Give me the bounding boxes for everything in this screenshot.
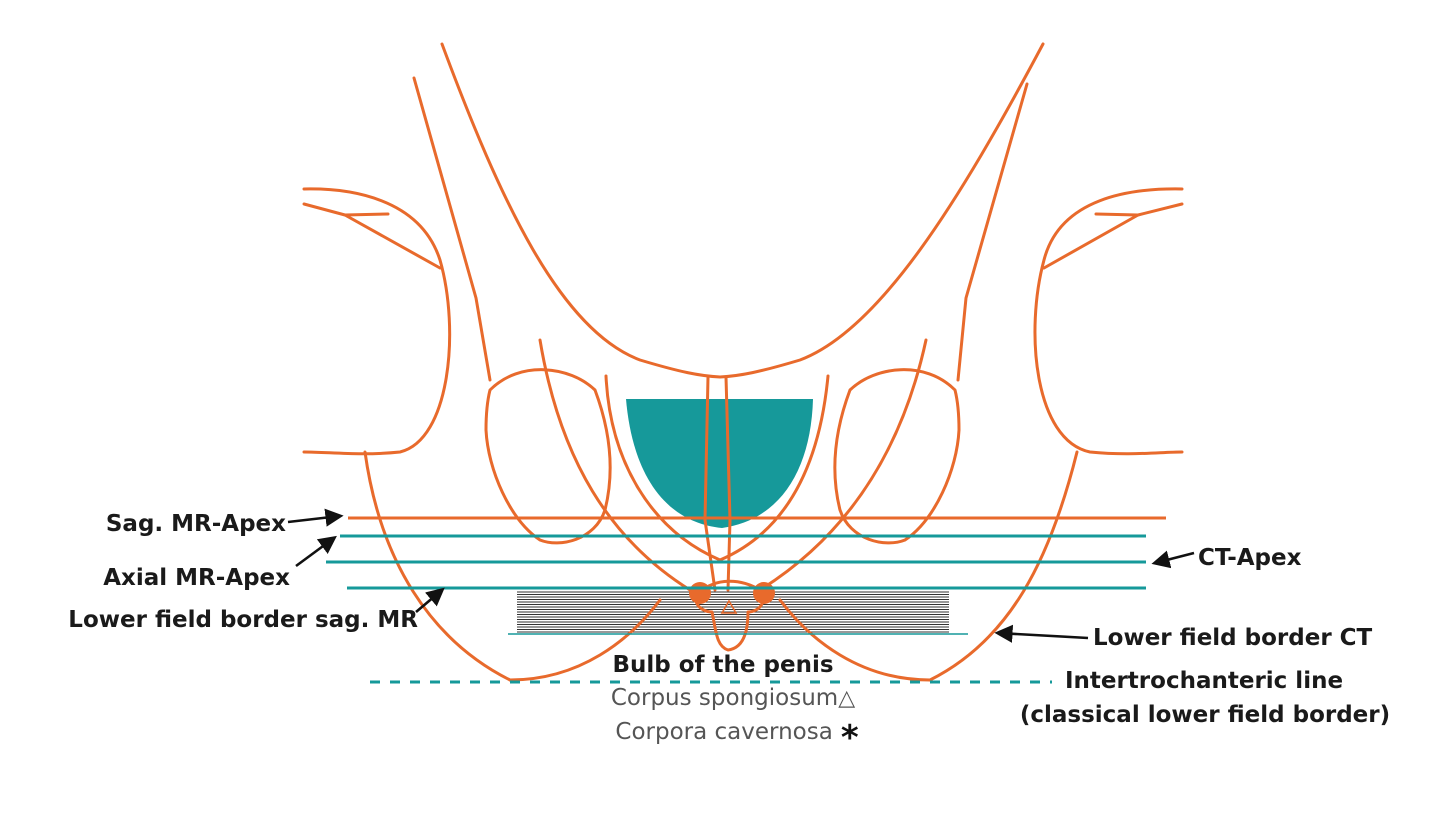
corpus-spongiosum-marker [720,599,738,614]
corpus-cavernosum-left [689,582,711,604]
label-axial-mr-apex: Axial MR-Apex [103,565,290,591]
label-bulb-of-the-penis: Bulb of the penis [612,652,833,678]
arrow-lower-field-border-ct [994,624,1089,643]
left-ischial-ramus [363,450,512,682]
asterisk-symbol: * [841,718,859,758]
left-femoral-head [302,187,452,456]
right-lower-bowl [778,598,932,682]
arrow-axial-mr-apex [295,535,337,568]
label-classical-lower-field-border: (classical lower field border) [1020,702,1390,728]
right-crus [758,338,928,592]
arrow-ct-apex [1151,550,1195,569]
label-intertrochanteric-line: Intertrochanteric line [1065,668,1343,694]
label-sag-mr-apex: Sag. MR-Apex [106,511,286,537]
right-pelvic-wall [956,82,1029,382]
left-lower-bowl [508,598,662,682]
left-obturator-foramen [484,368,612,545]
label-corpora-cavernosa: Corpora cavernosa* [615,718,858,758]
label-lower-field-border-ct: Lower field border CT [1093,625,1373,651]
right-inner-crus [718,374,830,562]
arrow-lower-field-border-sag-mr [415,587,445,613]
label-corpus-spongiosum: Corpus spongiosum△ [611,685,855,711]
left-crus [538,338,692,592]
label-lower-field-border-sag-mr: Lower field border sag. MR [68,607,418,633]
urethra-left-line [703,375,717,592]
anatomy-outlines [302,42,1184,682]
urethra-right-line [724,375,732,592]
triangle-symbol: △ [838,686,855,711]
left-femoral-neck-2 [343,212,390,217]
right-femoral-neck-2 [1094,212,1140,217]
corpus-cavernosum-right [753,582,775,604]
hatched-field-region [517,591,949,633]
left-pelvic-wall [412,76,492,382]
right-femoral-head [1033,187,1184,456]
prostate-shape [626,399,813,528]
right-ischial-ramus [928,450,1079,682]
arrow-sag-mr-apex [287,508,344,527]
left-inner-crus [604,374,722,562]
label-ct-apex: CT-Apex [1198,545,1302,571]
pelvic-inlet-curve [440,42,1045,379]
right-obturator-foramen [833,368,961,545]
